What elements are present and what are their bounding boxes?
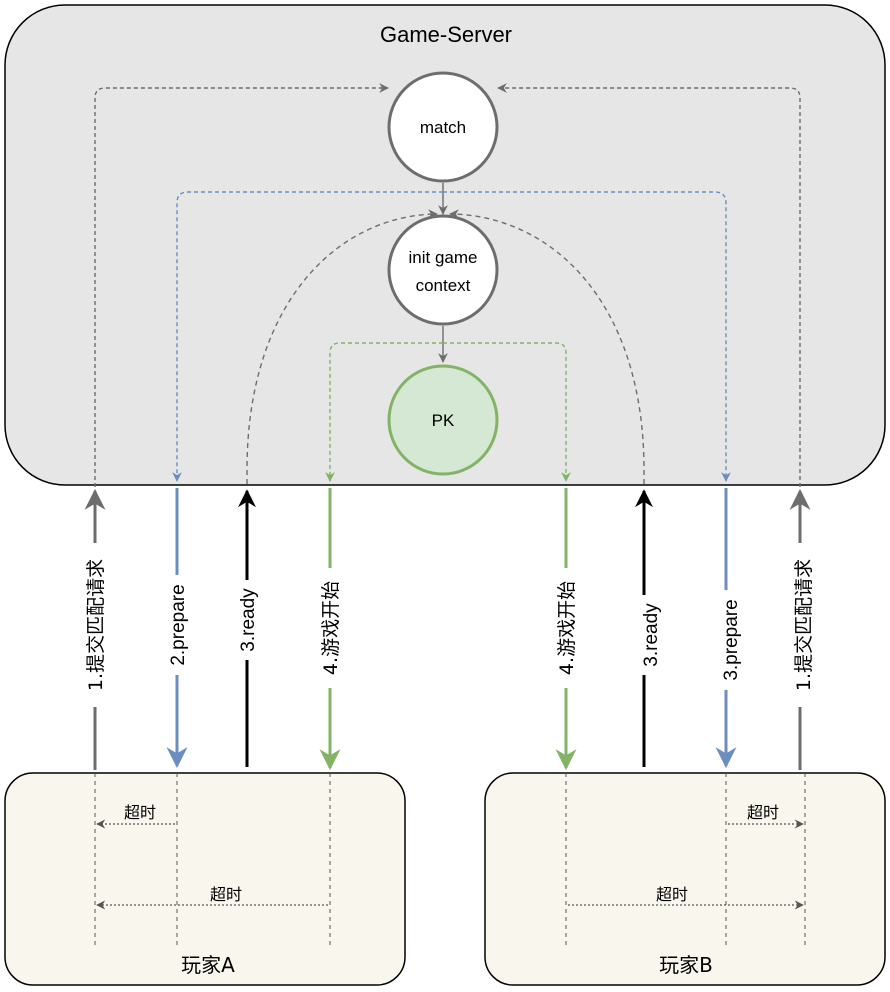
timeout-a-long-label: 超时 xyxy=(210,885,242,904)
flow-start-b xyxy=(443,342,571,482)
match-node: match xyxy=(387,71,499,183)
flow-start-a xyxy=(325,342,443,482)
player-a-box: 超时 超时 玩家A xyxy=(4,772,406,986)
init-label-line1: init game xyxy=(409,248,478,267)
internal-flows xyxy=(94,83,801,487)
pk-label: PK xyxy=(432,411,455,430)
flow-init-to-prepare-b xyxy=(443,191,731,482)
player-a-name: 玩家A xyxy=(181,953,235,977)
init-game-context-node: init game context xyxy=(387,214,499,326)
label-b-submit: 1.提交匹配请求 xyxy=(793,559,815,691)
label-a-ready: 3.ready xyxy=(238,588,259,652)
flow-ready-a-to-init xyxy=(246,209,438,484)
init-label-line2: context xyxy=(416,276,471,295)
game-server-title: Game-Server xyxy=(380,22,512,47)
player-b-box: 超时 超时 玩家B xyxy=(484,772,886,986)
label-b-start: 4.游戏开始 xyxy=(556,581,578,675)
timeout-b-short-label: 超时 xyxy=(747,803,779,822)
timeout-a-short-label: 超时 xyxy=(124,803,156,822)
label-a-submit: 1.提交匹配请求 xyxy=(85,559,107,691)
label-a-start: 4.游戏开始 xyxy=(320,581,342,675)
flow-init-to-prepare-a xyxy=(172,191,443,482)
message-arrows xyxy=(84,488,811,771)
flow-ready-b-to-init xyxy=(449,209,645,484)
label-b-ready: 3.ready xyxy=(641,603,662,667)
player-b-name: 玩家B xyxy=(659,953,713,977)
pk-node: PK xyxy=(387,364,499,476)
label-a-prepare: 2.prepare xyxy=(168,584,189,665)
edge-labels: 1.提交匹配请求 2.prepare 3.ready 4.游戏开始 4.游戏开始… xyxy=(83,543,815,707)
label-b-prepare: 3.prepare xyxy=(721,599,742,680)
match-label: match xyxy=(420,118,466,137)
timeout-b-long-label: 超时 xyxy=(656,885,688,904)
